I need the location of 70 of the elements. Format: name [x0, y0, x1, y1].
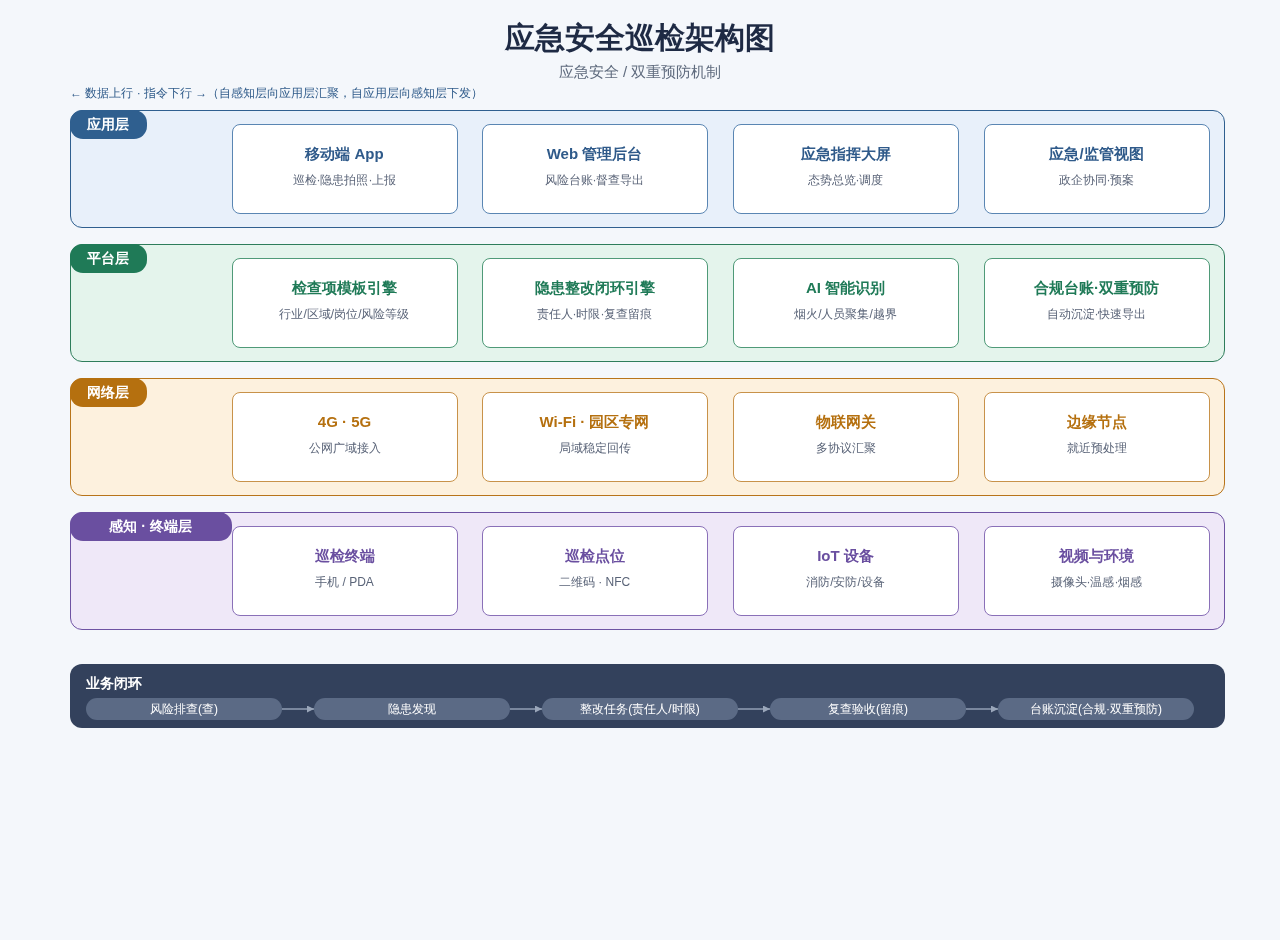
layer-tag: 感知 · 终端层 — [69, 511, 232, 541]
step-pill: 整改任务(责任人/时限) — [542, 698, 738, 720]
card-subtitle: 政企协同·预案 — [1058, 171, 1135, 189]
card-title: 巡检点位 — [564, 545, 625, 566]
card-subtitle: 责任人·时限·复查留痕 — [536, 305, 653, 323]
step-pill: 隐患发现 — [314, 698, 510, 720]
subtitle: 应急安全 / 双重预防机制 — [558, 62, 722, 82]
card-title: 边缘节点 — [1066, 411, 1127, 432]
arrow — [509, 705, 543, 713]
card-title: 合规台账·双重预防 — [1034, 277, 1159, 298]
card-subtitle: 行业/区域/岗位/风险等级 — [279, 305, 410, 323]
module-card — [231, 525, 458, 616]
layer-tag: 网络层 — [69, 377, 147, 407]
card-subtitle: 态势总览·调度 — [807, 171, 884, 189]
loop-panel — [70, 664, 1225, 728]
layer-band — [70, 378, 1225, 496]
card-subtitle: 巡检·隐患拍照·上报 — [292, 171, 397, 189]
layer-band — [70, 244, 1225, 362]
module-card — [983, 123, 1210, 214]
step-pill: 复查验收(留痕) — [770, 698, 966, 720]
step-pill: 风险排查(查) — [86, 698, 282, 720]
card-title: AI 智能识别 — [805, 277, 886, 298]
layer-band — [70, 110, 1225, 228]
card-title: 应急指挥大屏 — [800, 143, 891, 164]
arrow — [281, 705, 315, 713]
card-title: 移动端 App — [305, 143, 384, 164]
module-card — [732, 525, 959, 616]
card-subtitle: 公网广域接入 — [308, 439, 381, 457]
card-title: 物联网关 — [815, 411, 876, 432]
module-card — [732, 391, 959, 482]
step-pill: 台账沉淀(合规·双重预防) — [998, 698, 1194, 720]
card-title: Web 管理后台 — [546, 143, 643, 164]
module-card — [732, 123, 959, 214]
card-subtitle: 自动沉淀·快速导出 — [1046, 305, 1147, 323]
module-card — [231, 257, 458, 348]
arrow — [737, 705, 771, 713]
module-card — [983, 257, 1210, 348]
module-card — [481, 257, 708, 348]
module-card — [732, 257, 959, 348]
card-title: 巡检终端 — [314, 545, 375, 566]
card-title: IoT 设备 — [817, 545, 874, 566]
card-subtitle: 多协议汇聚 — [815, 439, 876, 457]
module-card — [983, 391, 1210, 482]
module-card — [983, 525, 1210, 616]
layer-tag: 平台层 — [69, 243, 147, 273]
card-subtitle: 烟火/人员聚集/越界 — [794, 305, 897, 323]
flow-note: ← 数据上行 · 指令下行 →（自感知层向应用层汇聚，自应用层向感知层下发） — [70, 85, 484, 101]
card-title: 检查项模板引擎 — [292, 277, 397, 298]
module-card — [231, 123, 458, 214]
card-title: 隐患整改闭环引擎 — [534, 277, 655, 298]
card-title: Wi-Fi · 园区专网 — [539, 411, 650, 432]
card-subtitle: 消防/安防/设备 — [806, 573, 885, 591]
module-card — [481, 391, 708, 482]
title: 应急安全巡检架构图 — [505, 20, 775, 56]
layer-band — [70, 512, 1225, 630]
card-title: 应急/监管视图 — [1049, 143, 1144, 164]
card-subtitle: 手机 / PDA — [315, 573, 374, 591]
module-card — [481, 123, 708, 214]
card-subtitle: 二维码 · NFC — [558, 573, 631, 591]
arrow — [965, 705, 999, 713]
card-subtitle: 就近预处理 — [1066, 439, 1127, 457]
panel-title: 业务闭环 — [86, 674, 142, 692]
module-card — [481, 525, 708, 616]
card-subtitle: 局域稳定回传 — [558, 439, 631, 457]
card-title: 视频与环境 — [1059, 545, 1134, 566]
module-card — [231, 391, 458, 482]
card-subtitle: 摄像头·温感·烟感 — [1050, 573, 1143, 591]
layer-tag: 应用层 — [69, 109, 147, 139]
card-subtitle: 风险台账·督查导出 — [544, 171, 645, 189]
card-title: 4G · 5G — [317, 411, 372, 432]
